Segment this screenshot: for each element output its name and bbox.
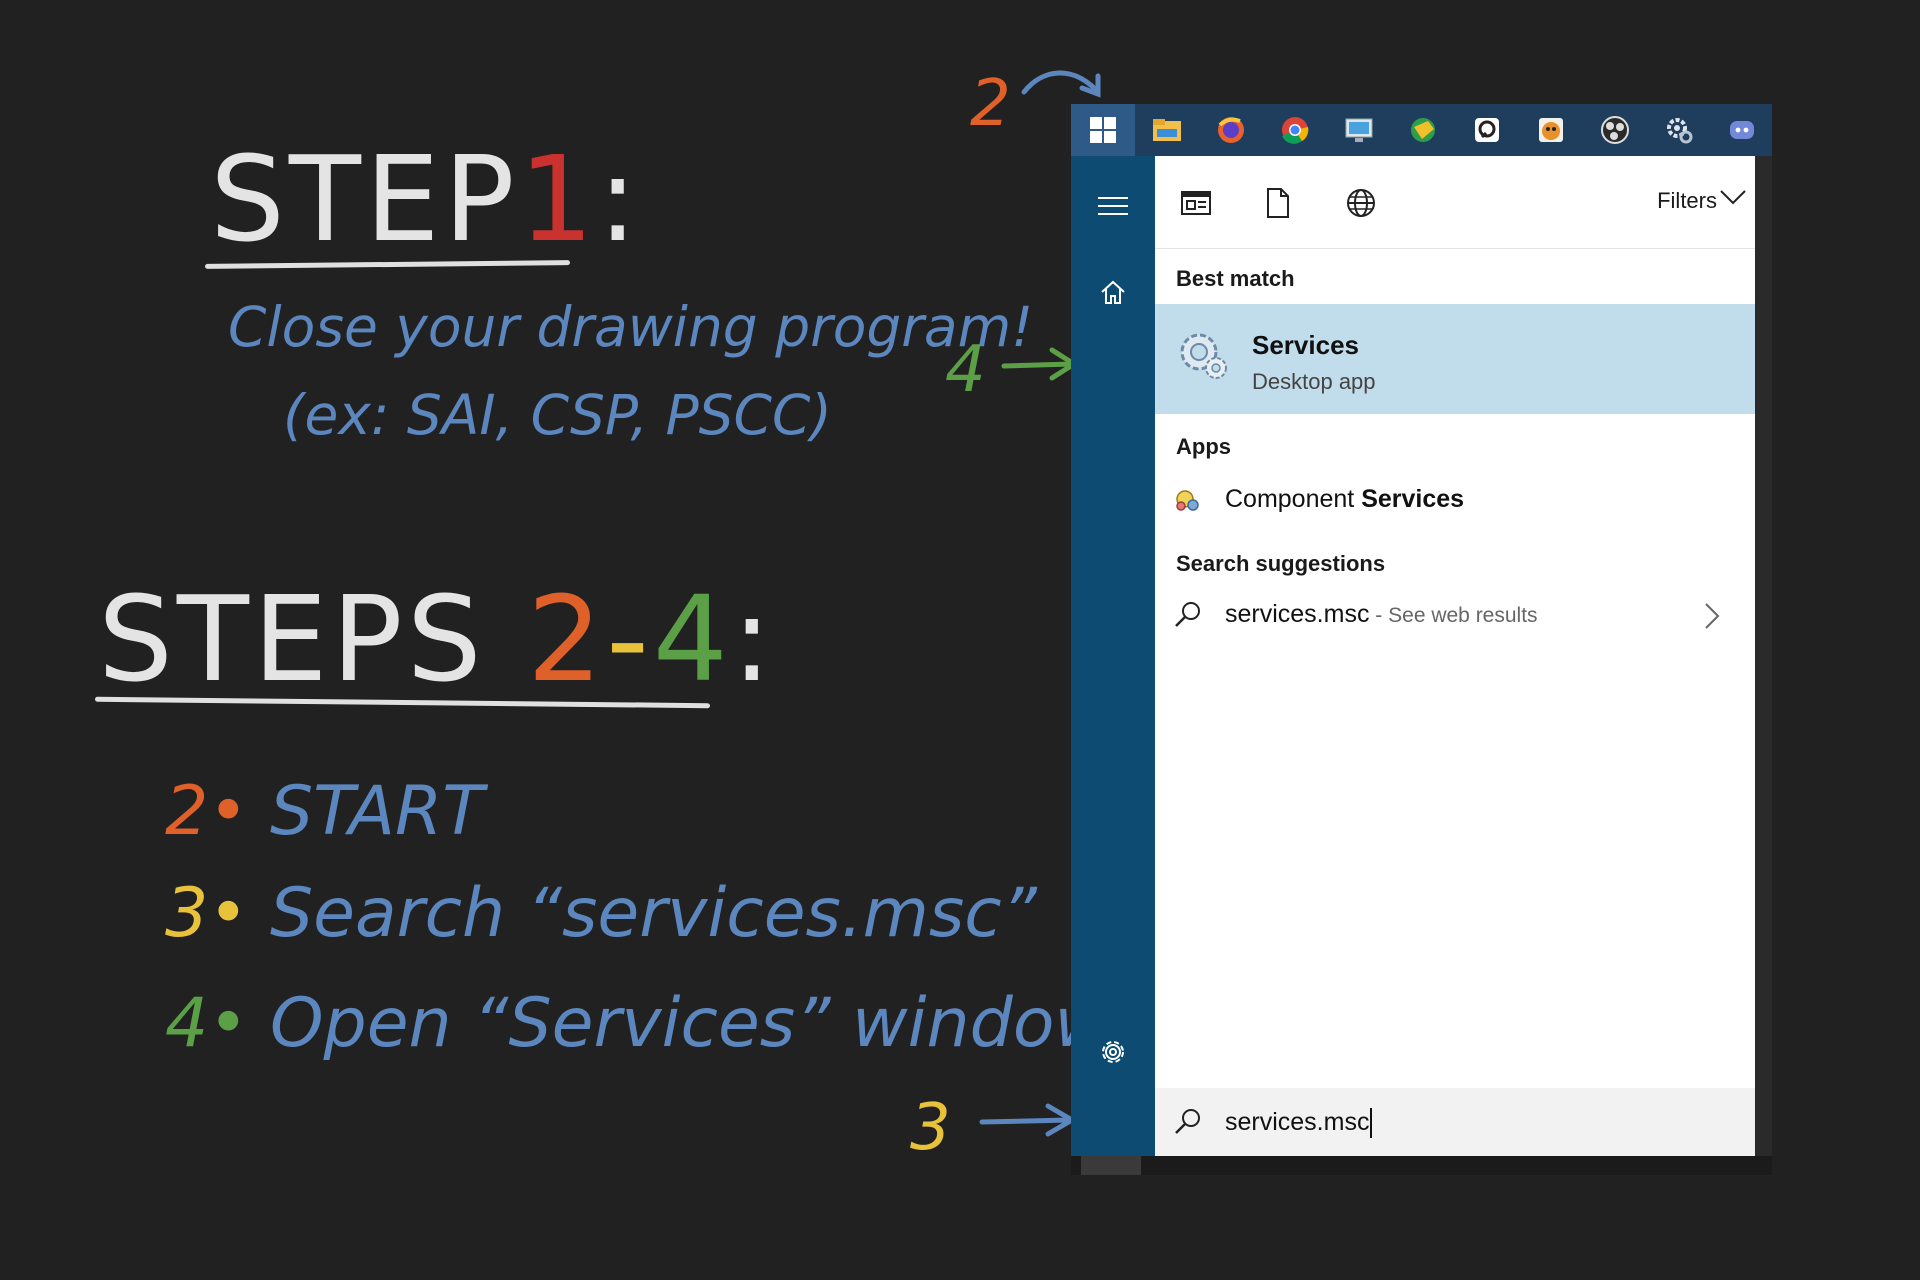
best-match-title: Services (1252, 330, 1359, 360)
arrow-to-search-icon (979, 1103, 1077, 1137)
tiger-app-icon[interactable] (1519, 104, 1583, 156)
best-match-subtitle: Desktop app (1252, 369, 1376, 394)
firefox-icon[interactable] (1199, 104, 1263, 156)
windows-start-icon[interactable] (1071, 104, 1135, 156)
background-window-edge (1755, 156, 1772, 1175)
home-icon[interactable] (1071, 262, 1155, 322)
hamburger-menu-icon[interactable] (1071, 176, 1155, 236)
best-match-heading: Best match (1176, 266, 1295, 291)
step-item-2: 2• START (165, 772, 484, 851)
chat-app-icon[interactable] (1455, 104, 1519, 156)
arrow-to-services-icon (1001, 347, 1079, 381)
suggestion-label: services.msc - See web results (1225, 600, 1538, 628)
taskbar (1071, 104, 1772, 156)
step-item-4: 4• Open “Services” window (165, 984, 1111, 1063)
suggestion-services-msc[interactable]: services.msc - See web results (1155, 586, 1755, 644)
component-services-icon (1176, 490, 1199, 511)
windows-start-screenshot: Filters Best match Services Desktop app … (1071, 104, 1772, 1175)
text-caret (1370, 1108, 1373, 1139)
globe-app-icon[interactable] (1391, 104, 1455, 156)
search-box[interactable]: services.msc (1155, 1088, 1755, 1156)
marker-3: 3 (910, 1091, 951, 1165)
marker-2: 2 (970, 67, 1011, 141)
step1-heading: STEP1: (210, 130, 642, 268)
chevron-down-icon[interactable] (1719, 186, 1747, 208)
services-gear-icon (1180, 333, 1227, 379)
documents-scope-icon[interactable] (1261, 186, 1295, 220)
apps-heading: Apps (1176, 434, 1231, 459)
web-scope-icon[interactable] (1344, 186, 1378, 220)
component-services-label: Component Services (1225, 485, 1465, 513)
search-results-panel: Filters Best match Services Desktop app … (1155, 156, 1755, 1156)
search-suggestions-heading: Search suggestions (1176, 551, 1386, 576)
steps-heading: STEPS 2-4: (98, 570, 776, 708)
discord-icon[interactable] (1711, 104, 1772, 156)
apps-scope-icon[interactable] (1179, 186, 1213, 220)
search-box-icon (1175, 1109, 1200, 1134)
file-explorer-icon[interactable] (1135, 104, 1199, 156)
step1-examples: (ex: SAI, CSP, PSCC) (283, 383, 832, 447)
chevron-right-icon[interactable] (1703, 602, 1721, 630)
window-bottom-edge (1071, 1156, 1772, 1175)
search-input[interactable]: services.msc (1225, 1108, 1373, 1139)
start-menu-rail (1071, 156, 1155, 1156)
settings-gear-icon[interactable] (1071, 1022, 1155, 1082)
search-scope-bar: Filters (1155, 156, 1755, 249)
best-match-services[interactable]: Services Desktop app (1155, 304, 1755, 414)
app-result-component-services[interactable]: Component Services (1155, 471, 1755, 529)
settings-app-icon[interactable] (1647, 104, 1711, 156)
arrow-to-start-icon (1021, 70, 1101, 98)
obs-icon[interactable] (1583, 104, 1647, 156)
step-item-3: 3• Search “services.msc” (165, 874, 1037, 953)
chrome-icon[interactable] (1263, 104, 1327, 156)
search-icon (1175, 602, 1200, 627)
step1-number: 1 (518, 130, 598, 268)
filters-button[interactable]: Filters (1657, 188, 1717, 213)
step1-description: Close your drawing program! (228, 295, 1034, 359)
hand-cursor-icon (1081, 1156, 1141, 1175)
marker-4: 4 (945, 333, 986, 407)
remote-desktop-icon[interactable] (1327, 104, 1391, 156)
